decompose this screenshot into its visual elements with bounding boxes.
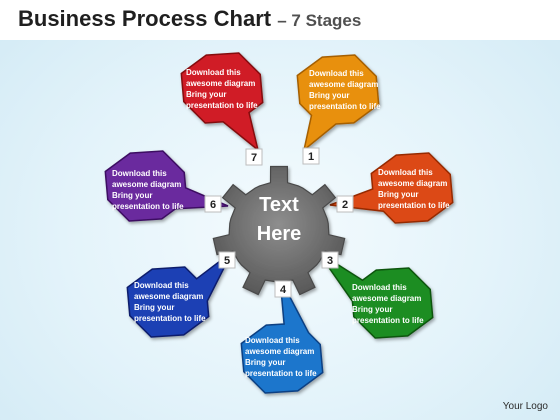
stage-number: 1	[308, 151, 314, 163]
stage-number: 5	[224, 255, 230, 267]
stage-2-text-line: presentation to life	[378, 201, 450, 210]
title-bar: Business Process Chart – 7 Stages	[0, 0, 560, 40]
center-text-line2: Here	[257, 223, 301, 245]
stage-number: 4	[280, 284, 287, 296]
stage-7-badge: 7	[245, 148, 263, 166]
title-subtitle: – 7 Stages	[277, 11, 362, 30]
stage-6-text-line: Download this	[112, 169, 167, 178]
title-main: Business Process Chart	[18, 6, 272, 31]
stage-2-shape	[329, 152, 454, 224]
stage-1-shape	[296, 54, 380, 152]
stage-6-text-line: presentation to life	[112, 202, 184, 211]
stage-4-text-line: Download this	[245, 336, 300, 345]
stage-2-badge: 2	[336, 195, 354, 213]
stage-3-text-line: Download this	[352, 283, 407, 292]
center-gear	[212, 165, 346, 296]
stage-5-text-line: presentation to life	[134, 314, 206, 323]
stage-4-text-line: Bring your	[245, 358, 285, 367]
stage-3-text-line: awesome diagram	[352, 294, 421, 303]
stage-1-text-line: Download this	[309, 69, 364, 78]
stage-2-text-line: Download this	[378, 168, 433, 177]
stage-1-text-line: presentation to life	[309, 102, 381, 111]
stage-6-text-line: Bring your	[112, 191, 152, 200]
stage-5-badge: 5	[218, 251, 236, 269]
stage-3-text-line: Bring your	[352, 305, 392, 314]
stage-1-badge: 1	[302, 147, 320, 165]
logo-text: Your Logo	[502, 401, 548, 412]
stage-1-text-line: Bring your	[309, 91, 349, 100]
stage-6-badge: 6	[204, 195, 222, 213]
stage-4-badge: 4	[274, 280, 292, 298]
stage-5-text-line: Download this	[134, 281, 189, 290]
stage-4-text-line: awesome diagram	[245, 347, 314, 356]
stage-6-shape	[104, 150, 229, 222]
stage-4-text-line: presentation to life	[245, 369, 317, 378]
stage-1-text-line: awesome diagram	[309, 80, 378, 89]
stage-6-text-line: awesome diagram	[112, 180, 181, 189]
stage-5-text-line: Bring your	[134, 303, 174, 312]
stage-2-text-line: Bring your	[378, 190, 418, 199]
stage-3-text-line: presentation to life	[352, 316, 424, 325]
page-title: Business Process Chart – 7 Stages	[18, 6, 361, 32]
stage-number: 3	[327, 255, 333, 267]
stage-number: 2	[342, 199, 348, 211]
stage-2-text-line: awesome diagram	[378, 179, 447, 188]
center-text-line1: Text	[259, 194, 299, 216]
stage-number: 6	[210, 199, 216, 211]
stage-5-text-line: awesome diagram	[134, 292, 203, 301]
stage-4-shape	[240, 277, 324, 394]
stage-3-badge: 3	[321, 251, 339, 269]
stage-7-text-line: Bring your	[186, 90, 226, 99]
stage-7-text-line: presentation to life	[186, 101, 258, 110]
stage-7-text-line: awesome diagram	[186, 79, 255, 88]
stage-7-text-line: Download this	[186, 68, 241, 77]
stage-7-shape	[180, 52, 264, 152]
stage-number: 7	[251, 152, 257, 164]
